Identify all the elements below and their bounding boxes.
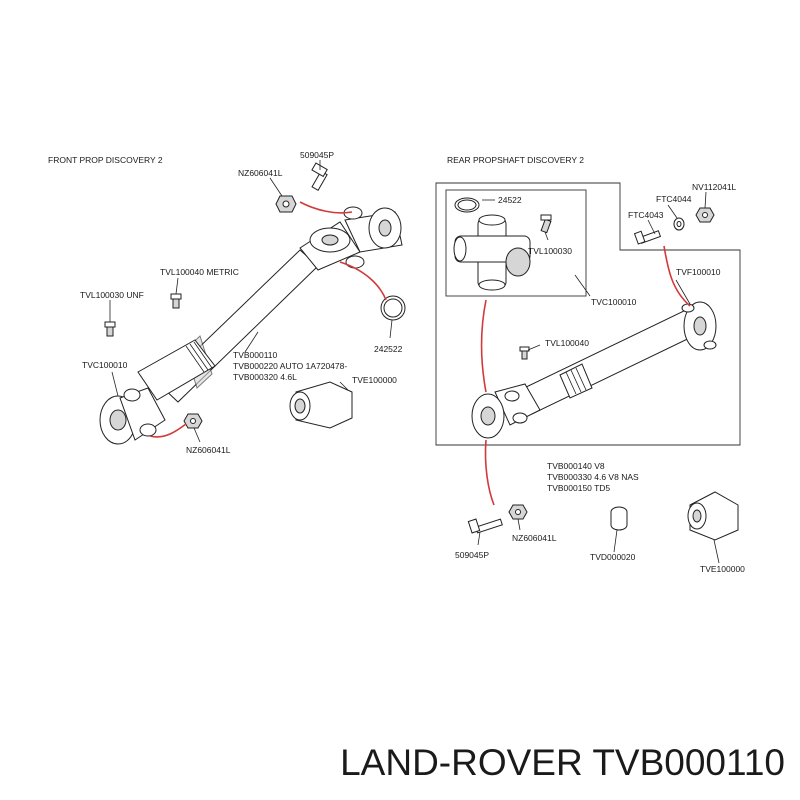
front-prop-title: FRONT PROP DISCOVERY 2 [48, 155, 163, 165]
uj-kit-frame [445, 189, 587, 297]
grease-nipple-rear [519, 346, 530, 360]
nut-nv112041l [695, 207, 715, 223]
label-rear-bolt: 509045P [455, 550, 489, 560]
label-front-nut-top: NZ606041L [238, 168, 283, 178]
front-red-leader-2 [339, 261, 387, 301]
label-tvf100010: TVF100010 [676, 267, 721, 277]
label-242522: 242522 [374, 344, 403, 354]
label-front-bolt: 509045P [300, 150, 334, 160]
center-bearing-front [289, 381, 353, 429]
label-tvb-rear-2: TVB000330 4.6 V8 NAS [547, 472, 639, 482]
label-tve100000-front: TVE100000 [352, 375, 397, 385]
label-tvl100030-rear: TVL100030 [528, 246, 572, 256]
circlip-242522 [380, 295, 406, 321]
washer-ftc4044 [673, 217, 685, 231]
label-tvl100040-metric: TVL100040 METRIC [160, 267, 239, 277]
grease-nipple-rear-kit [540, 214, 552, 234]
label-tvl100040-rear: TVL100040 [545, 338, 589, 348]
label-tvb-rear-3: TVB000150 TD5 [547, 483, 610, 493]
label-tvd000020: TVD000020 [590, 552, 636, 562]
brand-caption: LAND-ROVER TVB000110 [340, 742, 785, 783]
bolt-ftc4043 [633, 230, 662, 245]
front-bolt-509045p [311, 162, 328, 191]
label-tvl100030-unf: TVL100030 UNF [80, 290, 144, 300]
label-tve100000-rear: TVE100000 [700, 564, 745, 574]
label-rear-nut: NZ606041L [512, 533, 557, 543]
rear-prop-title: REAR PROPSHAFT DISCOVERY 2 [447, 155, 584, 165]
spacer-tvd000020 [610, 506, 628, 531]
rear-bolt-509045p [467, 518, 503, 534]
rear-propshaft-assembly [471, 301, 717, 439]
label-tvb-front-2: TVB000220 AUTO 1A720478- [233, 361, 347, 371]
front-nut-top [275, 195, 297, 213]
rear-red-leader-3 [663, 245, 691, 307]
label-24522: 24522 [498, 195, 522, 205]
label-tvc100010-front: TVC100010 [82, 360, 128, 370]
label-ftc4043: FTC4043 [628, 210, 664, 220]
label-tvb-front-1: TVB000110 [233, 350, 278, 360]
grease-nipple-metric [170, 293, 182, 309]
universal-joint [453, 197, 531, 291]
front-red-leader-3 [149, 423, 187, 438]
front-propshaft-assembly [99, 206, 403, 445]
rear-red-leader-1 [480, 299, 487, 393]
rear-red-leader-2 [484, 439, 495, 506]
rear-assembly-frame [435, 182, 741, 446]
label-nv112041l: NV112041L [692, 182, 737, 192]
label-front-nut-bottom: NZ606041L [186, 445, 231, 455]
front-nut-bottom [183, 413, 203, 429]
center-bearing-rear [687, 491, 739, 541]
label-tvb-rear-1: TVB000140 V8 [547, 461, 605, 471]
grease-nipple-unf [104, 321, 116, 337]
label-tvc100010-rear: TVC100010 [591, 297, 637, 307]
label-ftc4044: FTC4044 [656, 194, 692, 204]
rear-nut [508, 504, 528, 520]
label-tvb-front-3: TVB000320 4.6L [233, 372, 297, 382]
front-red-leader-1 [299, 201, 353, 214]
